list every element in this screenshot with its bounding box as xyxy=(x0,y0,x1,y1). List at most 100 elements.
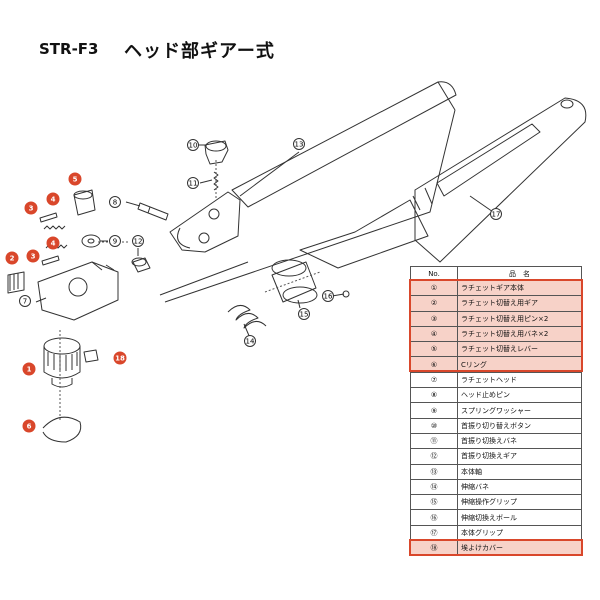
part-name-cell: ラチェットギア本体 xyxy=(457,279,582,297)
switch-pins xyxy=(39,212,60,266)
part-name-cell: ラチェットヘッド xyxy=(457,371,582,389)
callout-label: 7 xyxy=(23,298,27,306)
part-number-cell: ⑮ xyxy=(410,494,458,511)
part-number-cell: ⑫ xyxy=(410,448,458,465)
part-name-cell: 首振り切換えギア xyxy=(457,448,582,465)
callout-label: 4 xyxy=(51,240,56,248)
part-name-cell: 本体軸 xyxy=(457,463,582,480)
part-name-cell: ラチェット切替え用ピン×2 xyxy=(457,310,582,327)
part-name-cell: ラチェット切替え用ギア xyxy=(457,295,582,312)
part-name-cell: ラチェット切替えレバー xyxy=(457,341,582,358)
part-number-cell: ⑱ xyxy=(410,540,458,557)
dust-cover xyxy=(83,349,99,363)
callout-3: 3 xyxy=(24,201,38,215)
callout-12: 12 xyxy=(132,235,144,247)
part-name-cell: Cリング xyxy=(457,356,582,373)
part-number-cell: ⑥ xyxy=(410,356,458,373)
callout-label: 15 xyxy=(300,311,309,319)
callout-2: 2 xyxy=(5,251,19,265)
callout-label: 14 xyxy=(246,338,255,346)
callout-label: 5 xyxy=(73,176,78,184)
callout-label: 13 xyxy=(295,141,304,149)
callout-label: 3 xyxy=(29,205,34,213)
part-number-cell: ⑤ xyxy=(410,341,458,358)
ratchet-head xyxy=(37,261,119,321)
part-name-cell: 本体グリップ xyxy=(457,524,582,542)
page-title: ヘッド部ギアー式 xyxy=(124,41,275,62)
callout-13: 13 xyxy=(293,138,305,150)
part-number-cell: ⑧ xyxy=(410,387,458,404)
part-name-cell: ラチェット切替え用バネ×2 xyxy=(457,325,582,343)
swivel-spring xyxy=(213,171,219,191)
part-name-cell: 伸縮切換えボール xyxy=(457,509,582,526)
extension-grip xyxy=(271,259,318,304)
callout-label: 16 xyxy=(324,293,333,301)
part-number-cell: ⑭ xyxy=(410,478,458,496)
callout-label: 8 xyxy=(113,199,117,207)
part-number-cell: ⑪ xyxy=(410,432,458,450)
callout-18: 18 xyxy=(113,351,127,365)
part-name-cell: 伸縮バネ xyxy=(457,478,582,496)
part-name-cell: 伸縮操作グリップ xyxy=(457,494,582,511)
part-number-cell: ⑨ xyxy=(410,402,458,419)
callout-7: 7 xyxy=(19,295,31,307)
c-ring xyxy=(42,416,82,443)
part-number-cell: ③ xyxy=(410,310,458,327)
callout-3: 3 xyxy=(26,249,40,263)
body-grip xyxy=(299,97,587,269)
switch-gear xyxy=(7,271,25,294)
swivel-gear xyxy=(131,257,151,273)
part-number-cell: ⑩ xyxy=(410,417,458,434)
part-name-cell: 埃よけカバー xyxy=(457,540,582,557)
callout-5: 5 xyxy=(68,172,82,186)
part-number-cell: ⑯ xyxy=(410,509,458,526)
spring-washer xyxy=(81,234,101,248)
callout-11: 11 xyxy=(187,177,199,189)
callout-10: 10 xyxy=(187,139,199,151)
callout-label: 3 xyxy=(31,253,36,261)
header-part-name: 品 名 xyxy=(457,266,582,281)
ratchet-gear-body xyxy=(43,337,81,388)
callout-4: 4 xyxy=(46,192,60,206)
callout-16: 16 xyxy=(322,290,334,302)
callout-label: 12 xyxy=(134,238,143,246)
callout-label: 4 xyxy=(51,196,56,204)
part-number-cell: ① xyxy=(410,279,458,297)
swivel-button xyxy=(204,140,229,165)
head-yoke xyxy=(169,191,241,253)
parts-table-header-row: No. 品 名 xyxy=(410,266,582,281)
part-number-cell: ⑬ xyxy=(410,463,458,480)
callout-label: 6 xyxy=(27,423,32,431)
callout-6: 6 xyxy=(22,419,36,433)
callout-label: 2 xyxy=(10,255,15,263)
part-number-cell: ⑦ xyxy=(410,371,458,389)
callout-label: 10 xyxy=(189,142,198,150)
part-name-cell: ヘッド止めピン xyxy=(457,387,582,404)
part-number-cell: ② xyxy=(410,295,458,312)
head-pin xyxy=(137,202,169,221)
header-no: No. xyxy=(410,266,458,281)
callout-label: 1 xyxy=(27,366,32,374)
callout-15: 15 xyxy=(298,308,310,320)
